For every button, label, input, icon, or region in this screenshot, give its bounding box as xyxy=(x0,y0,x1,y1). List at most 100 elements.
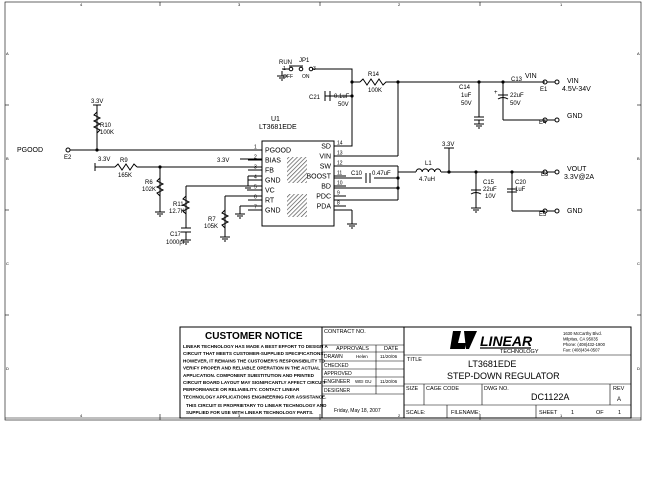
c15-value: 22uF xyxy=(483,187,497,193)
ground-icon xyxy=(474,123,484,129)
supply-labels: 3.3V 3.3V xyxy=(217,142,454,164)
proprietary-line: THIS CIRCUIT IS PROPRIETARY TO LINEAR TE… xyxy=(186,403,327,408)
rev-value: A xyxy=(617,397,621,403)
gnd1-e4: E4 xyxy=(539,120,547,126)
ground-icon xyxy=(155,211,165,217)
c13-polarity: + xyxy=(494,90,498,96)
frame-bottom-tick-2: 2 xyxy=(398,413,401,418)
frame-bottom-tick-1: 1 xyxy=(560,413,563,418)
contract-no-label: CONTRACT NO. xyxy=(324,329,366,335)
c14-value: 1uF xyxy=(461,93,472,99)
engineer-date: 11/20/06 xyxy=(380,379,398,384)
ic-pin-name-11: BOOST xyxy=(306,174,331,181)
r14-ref: R14 xyxy=(368,72,380,78)
ic-pin-number-2: 2 xyxy=(254,155,257,161)
capacitor-c10: C10 0.47uF xyxy=(351,171,391,183)
ic-pin-number-9: 9 xyxy=(337,191,340,197)
ic-pin-name-13: VIN xyxy=(319,154,331,161)
frame-left-mark-b: B xyxy=(6,156,9,161)
pgood-e2: E2 xyxy=(64,155,72,161)
notice-line: PERFORMANCE OR RELIABILITY. CONTACT LINE… xyxy=(183,387,300,392)
frame-bottom-tick-4: 4 xyxy=(80,413,83,418)
engineer-label: ENGINEER xyxy=(324,379,351,385)
gnd1-label: GND xyxy=(567,113,583,120)
designer-label: DESIGNER xyxy=(324,388,351,394)
vin-terminal: VIN E1 VIN 4.5V-34V xyxy=(525,73,591,93)
jumper-ref: JP1 xyxy=(299,58,310,64)
c10-value: 0.47uF xyxy=(372,171,391,177)
engineer-name: WEI GU xyxy=(355,379,372,384)
logo-word: LINEAR xyxy=(480,333,533,349)
ic-pin-number-11: 11 xyxy=(337,171,342,177)
c21-value: 0.1uF xyxy=(334,94,350,100)
ic-u1-body xyxy=(261,140,335,227)
pgood-label: PGOOD xyxy=(17,147,43,154)
c13-voltage: 50V xyxy=(510,101,521,107)
ground-symbols xyxy=(155,75,484,245)
capacitor-c20: C20 1uF xyxy=(507,180,527,193)
c21-ref: C21 xyxy=(309,95,321,101)
frame-top-tick-4: 4 xyxy=(80,2,83,7)
drawn-date: 11/20/06 xyxy=(380,354,398,359)
ic-pin-name-1: PGOOD xyxy=(265,148,291,155)
r10-supply: 3.3V xyxy=(91,99,103,105)
sheet-label: SHEET xyxy=(539,410,558,416)
capacitor-c14: C14 1uF 50V xyxy=(459,85,484,124)
c15-ref: C15 xyxy=(483,180,495,186)
ic-pin-number-12: 12 xyxy=(337,161,343,167)
notice-line: CIRCUIT BOARD LAYOUT MAY SIGNIFICANTLY A… xyxy=(183,380,326,385)
ground-icon xyxy=(220,236,230,242)
ic-pin-name-4: GND xyxy=(265,178,281,185)
ic-pin-number-4: 4 xyxy=(254,175,257,181)
filename-label: FILENAME: xyxy=(451,410,481,416)
ic-pin-number-6: 6 xyxy=(254,195,257,201)
ic-pin-number-13: 13 xyxy=(337,151,343,157)
jumper-pin1: 1 xyxy=(283,66,286,72)
jumper-on: ON xyxy=(302,74,310,80)
c13-value: 22uF xyxy=(510,93,524,99)
r6-value: 102K xyxy=(142,187,156,193)
approved-label: APPROVED xyxy=(324,371,352,377)
capacitor-c13: + C13 22uF 50V xyxy=(494,77,524,107)
ic-u1-part: LT3681EDE xyxy=(259,124,297,131)
ic-pin-number-8: 8 xyxy=(337,201,340,207)
ic-pin-name-10: BD xyxy=(321,184,331,191)
title-block: CUSTOMER NOTICE LINEAR TECHNOLOGY HAS MA… xyxy=(179,326,632,419)
proprietary-notice: THIS CIRCUIT IS PROPRIETARY TO LINEAR TE… xyxy=(186,403,327,415)
r9-ref: R9 xyxy=(120,158,128,164)
ground-icon xyxy=(347,223,357,229)
ic-pin-name-6: RT xyxy=(265,198,275,205)
frame-right-mark-b: B xyxy=(637,156,640,161)
proprietary-line: SUPPLIED FOR USE WITH LINEAR TECHNOLOGY … xyxy=(186,410,313,415)
frame-bottom-tick-3: 3 xyxy=(238,413,241,418)
frame-right-mark-c: C xyxy=(637,261,640,266)
r11-ref: R11 xyxy=(173,202,184,208)
ground-icon xyxy=(243,185,253,191)
r9-supply: 3.3V xyxy=(98,157,110,163)
r14-value: 100K xyxy=(368,88,382,94)
size-label: SIZE xyxy=(406,386,419,392)
capacitor-c17: C17 1000pF xyxy=(166,227,191,246)
ground-icon xyxy=(235,213,245,219)
dwg-no-label: DWG NO. xyxy=(484,386,509,392)
frame-left-mark-d: D xyxy=(6,366,9,371)
jumper-pin3: 3 xyxy=(313,66,316,72)
frame-right-mark-d: D xyxy=(637,366,640,371)
approvals-label: APPROVALS xyxy=(336,346,369,352)
address-line: Fax: (408)434-0507 xyxy=(563,348,600,353)
ic-pin-name-12: SW xyxy=(320,164,332,171)
vout-label: VOUT xyxy=(567,166,587,173)
sheet-number: 1 xyxy=(571,410,574,416)
ic-u1-ref: U1 xyxy=(271,116,280,123)
ground-icon xyxy=(471,207,481,213)
r6-ref: R6 xyxy=(145,180,153,186)
c21-voltage: 50V xyxy=(338,102,349,108)
customer-notice-title: CUSTOMER NOTICE xyxy=(205,331,303,342)
notice-line: VERIFY PROPER AND RELIABLE OPERATION IN … xyxy=(183,366,320,371)
frame-left-mark-a: A xyxy=(6,51,9,56)
gnd-terminal-1: E4 GND xyxy=(502,113,583,126)
linear-technology-logo: LINEAR TECHNOLOGY xyxy=(450,331,539,355)
vin-label: VIN xyxy=(567,78,579,85)
ic-pin-name-8: PDA xyxy=(317,204,332,211)
c10-ref: C10 xyxy=(351,171,363,177)
